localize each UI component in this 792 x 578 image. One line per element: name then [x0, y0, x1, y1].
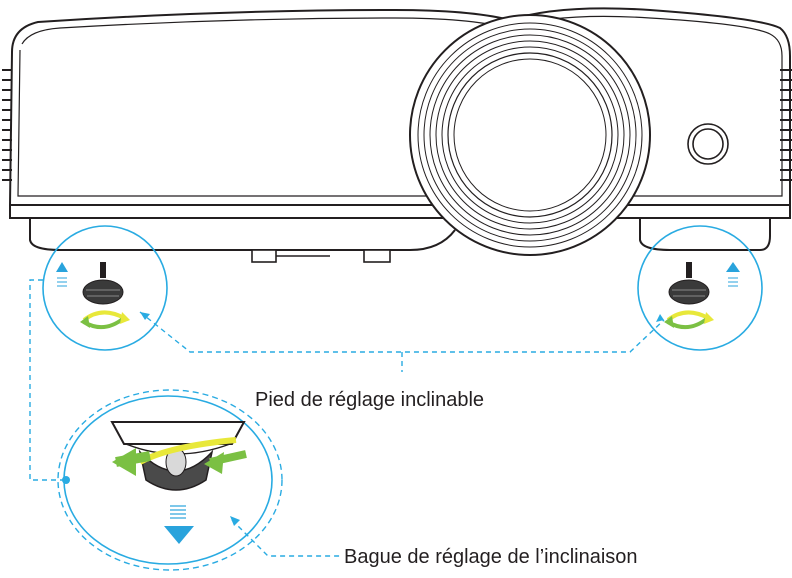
rotate-arrows-icon [664, 310, 714, 330]
leader-arrowhead-ring [230, 516, 240, 526]
label-tilt-adjustment-foot: Pied de réglage inclinable [255, 389, 485, 411]
label-tilt-adjustment-ring: Bague de réglage de l’inclinaison [344, 546, 638, 568]
arrow-up-icon [56, 262, 68, 272]
leader-line-ring [231, 519, 340, 557]
tilt-ring-zoom [57, 389, 283, 571]
arrow-up-icon [726, 262, 740, 272]
ir-sensor [687, 123, 729, 165]
vent-left [2, 69, 12, 181]
tilt-foot-left-callout [42, 225, 168, 351]
projector-body [8, 7, 791, 251]
leader-arrowheads [140, 312, 664, 322]
lens [409, 14, 651, 256]
leader-lines-tilt-foot [139, 311, 665, 372]
tilt-foot-right-callout [637, 225, 763, 351]
bottom-feet [251, 249, 391, 263]
rotate-arrows-icon [112, 437, 247, 476]
leader-line-zoom [29, 279, 66, 481]
arrow-down-icon [164, 526, 194, 544]
rotate-arrows-icon [80, 310, 130, 330]
vent-right [780, 69, 792, 181]
